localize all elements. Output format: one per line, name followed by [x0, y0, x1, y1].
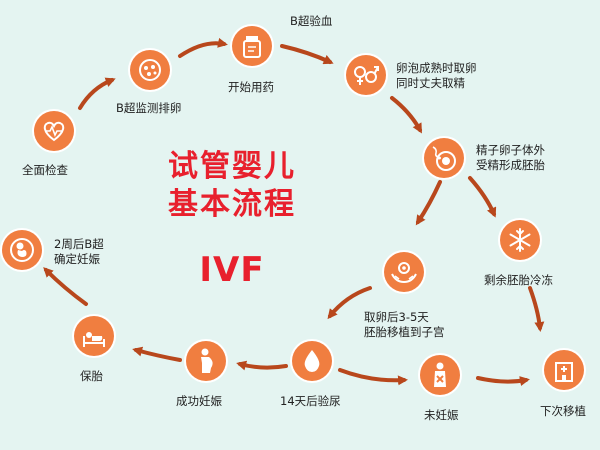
ivf-label: IVF [199, 250, 265, 290]
step-confirm-label: 2周后B超 确定妊娠 [54, 237, 104, 266]
diagram-title: 试管婴儿 基本流程 [152, 148, 312, 224]
pregnant-woman-icon [201, 348, 213, 373]
step-fertilization-label: 精子卵子体外 受精形成胚胎 [476, 143, 545, 172]
step-bscan-blood-label: B超验血 [290, 14, 333, 28]
heart-pulse-icon [43, 121, 65, 142]
step-test-node [292, 341, 332, 381]
arrow-medication-to-blood [280, 44, 334, 65]
step-not-pregnant-label: 未妊娠 [424, 408, 459, 422]
step-protect-node [74, 316, 114, 356]
step-checkup-label: 全面检查 [22, 163, 68, 177]
step-pregnant-node [186, 341, 226, 381]
snowflake-icon [509, 228, 531, 252]
ultrasound-icon [139, 59, 161, 81]
arrow-freeze-to-next [528, 286, 545, 332]
step-fertilization-node [424, 138, 464, 178]
title-line-1: 试管婴儿 [168, 149, 296, 184]
step-protect-label: 保胎 [80, 369, 103, 383]
step-transfer-label: 取卵后3-5天 胚胎移植到子宫 [364, 310, 445, 339]
step-monitor-label: B超监测排卵 [116, 101, 182, 115]
arrow-protect-to-confirm [43, 267, 88, 306]
arrow-retrieval-to-fertilization [390, 96, 422, 134]
step-confirm-node [2, 230, 42, 270]
fetus-icon [10, 238, 34, 262]
step-freeze-node [500, 220, 540, 260]
arrow-test-to-not-pregnant [338, 368, 408, 386]
step-transfer-node [384, 252, 424, 292]
step-next-node [544, 350, 584, 390]
arrow-monitor-to-medication [178, 37, 228, 58]
hands-embryo-icon [391, 262, 417, 284]
title-line-2: 基本流程 [168, 187, 296, 222]
step-retrieval-label: 卵泡成熟时取卵 同时丈夫取精 [396, 61, 477, 90]
step-next-label: 下次移植 [540, 404, 586, 418]
step-checkup-node [34, 111, 74, 151]
step-freeze-label: 剩余胚胎冷冻 [484, 273, 553, 287]
arrow-checkup-to-monitor [78, 77, 116, 110]
arrow-test-to-pregnant [236, 360, 288, 371]
medicine-bottle-icon [243, 36, 261, 58]
step-pregnant-label: 成功妊娠 [176, 394, 222, 408]
gender-symbols-icon [354, 66, 379, 85]
arrow-fertilization-to-transfer [415, 180, 442, 226]
step-not-pregnant-node [420, 355, 460, 395]
bed-rest-icon [83, 332, 105, 347]
arrow-not-pregnant-to-next [476, 376, 530, 386]
step-retrieval-node [346, 55, 386, 95]
step-medication-label: 开始用药 [228, 80, 274, 94]
drop-icon [304, 350, 320, 372]
arrow-pregnant-to-protect [132, 346, 182, 362]
sperm-egg-icon [432, 146, 456, 171]
hospital-icon [555, 362, 573, 382]
woman-cross-icon [434, 362, 446, 387]
step-monitor-node [130, 50, 170, 90]
arrow-fertilization-to-freeze [468, 176, 497, 218]
arrow-transfer-to-test [327, 286, 372, 320]
step-medication-node [232, 26, 272, 66]
step-test-label: 14天后验尿 [280, 394, 341, 408]
